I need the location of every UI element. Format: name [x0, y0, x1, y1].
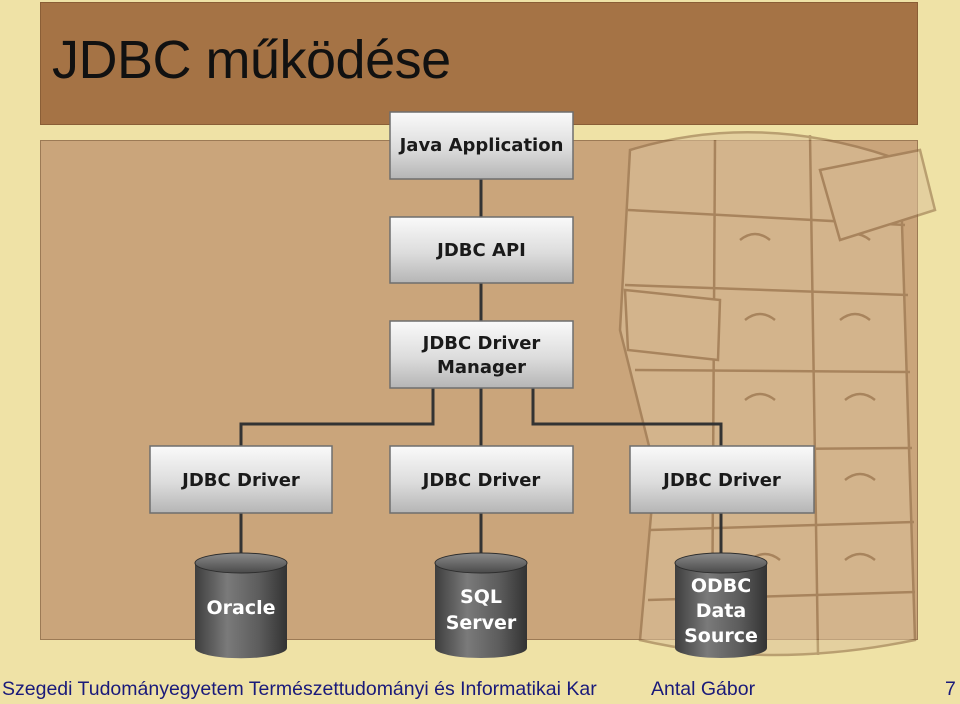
datasource-odbc: ODBC Data Source: [674, 552, 768, 658]
svg-text:Oracle: Oracle: [206, 597, 275, 619]
connectors: [239, 179, 723, 555]
page-number: 7: [945, 678, 956, 700]
label-sql-server-line-2: Server: [446, 612, 517, 634]
slide-title: JDBC működése: [52, 30, 451, 90]
svg-text:JDBC Driver: JDBC Driver: [421, 333, 541, 354]
label-java-application: Java Application: [398, 135, 564, 156]
svg-text:Source: Source: [684, 625, 758, 647]
svg-text:Manager: Manager: [437, 357, 526, 378]
svg-text:JDBC Driver: JDBC Driver: [421, 470, 541, 491]
label-driver-manager-line-1: JDBC Driver: [421, 333, 541, 354]
svg-text:JDBC Driver: JDBC Driver: [661, 470, 781, 491]
footer-institution: Szegedi Tudományegyetem Természettudomán…: [2, 678, 597, 700]
footer: Szegedi Tudományegyetem Természettudomán…: [0, 676, 960, 704]
label-odbc-line-1: ODBC: [691, 575, 751, 597]
svg-text:JDBC Driver: JDBC Driver: [180, 470, 300, 491]
svg-text:JDBC API: JDBC API: [435, 240, 526, 261]
label-jdbc-driver-2: JDBC Driver: [421, 470, 541, 491]
footer-author: Antal Gábor: [651, 678, 756, 700]
label-oracle: Oracle: [206, 597, 275, 619]
datasource-oracle: Oracle: [194, 552, 288, 659]
label-driver-manager-line-2: Manager: [437, 357, 526, 378]
connector-manager-driver-1: [239, 388, 435, 446]
datasource-sql-server: SQL Server: [434, 552, 528, 658]
connector-manager-driver-3: [531, 388, 723, 446]
box-jdbc-driver-2: JDBC Driver: [389, 445, 574, 514]
box-jdbc-driver-3: JDBC Driver: [629, 445, 815, 514]
label-jdbc-driver-1: JDBC Driver: [180, 470, 300, 491]
box-jdbc-driver-1: JDBC Driver: [149, 445, 333, 514]
box-java-application: Java Application: [389, 111, 574, 180]
label-sql-server-line-1: SQL: [460, 586, 502, 608]
label-jdbc-api: JDBC API: [435, 240, 526, 261]
svg-text:Java Application: Java Application: [398, 135, 564, 156]
label-odbc-line-2: Data: [696, 600, 747, 622]
title-bar: JDBC működése: [40, 2, 918, 125]
svg-text:SQL: SQL: [460, 586, 502, 608]
label-odbc-line-3: Source: [684, 625, 758, 647]
label-jdbc-driver-3: JDBC Driver: [661, 470, 781, 491]
svg-text:ODBC: ODBC: [691, 575, 751, 597]
box-jdbc-api: JDBC API: [389, 216, 574, 284]
box-jdbc-driver-manager: JDBC Driver Manager: [389, 320, 574, 389]
filing-cabinet-illustration: [618, 131, 937, 657]
svg-text:Data: Data: [696, 600, 747, 622]
svg-text:Server: Server: [446, 612, 517, 634]
